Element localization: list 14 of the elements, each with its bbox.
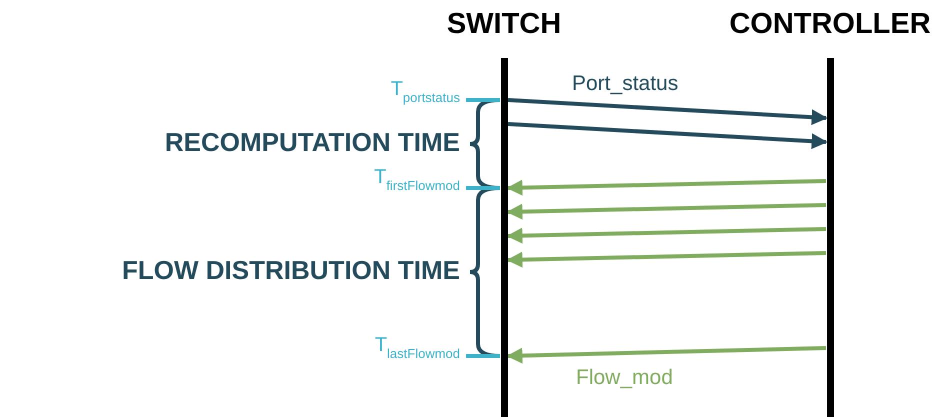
lifeline-heading: CONTROLLER (728, 8, 932, 41)
time-label: T$_{firstFlowmod}$ (374, 166, 460, 193)
arrow (506, 251, 826, 268)
time-label: T$_{portstatus}$ (390, 78, 460, 105)
lifeline-heading: SWITCH (446, 8, 562, 41)
arrow (506, 346, 826, 364)
time-label: T$_{lastFlowmod}$ (374, 334, 460, 361)
arrow (506, 179, 826, 196)
arrow (506, 203, 826, 220)
arrow (508, 98, 828, 126)
arrow (506, 227, 826, 244)
interval-label: FLOW DISTRIBUTION TIME (122, 255, 460, 286)
arrow (508, 122, 828, 150)
interval-label: RECOMPUTATION TIME (164, 127, 460, 158)
